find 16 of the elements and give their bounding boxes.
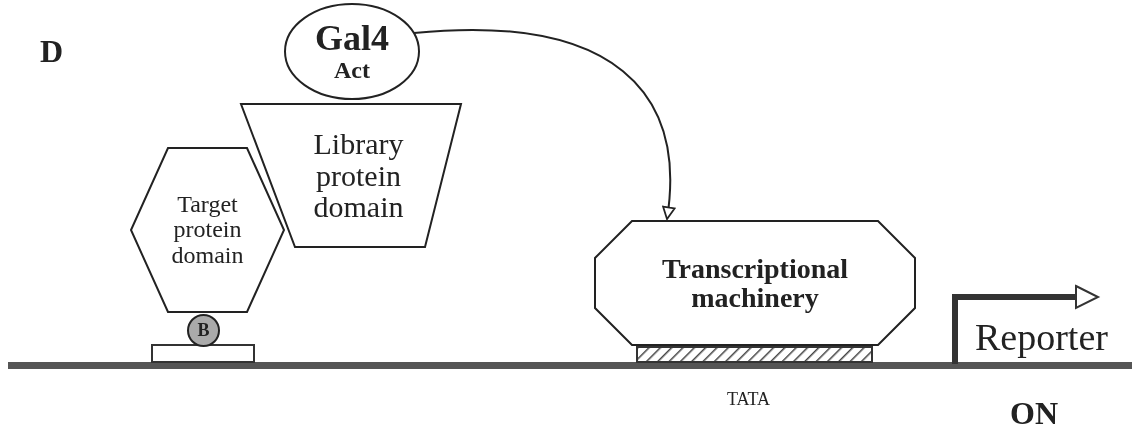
- node-label: Library protein domain: [312, 128, 405, 223]
- node-label: Act: [334, 57, 370, 83]
- node-label: Transcriptional machinery: [660, 253, 850, 313]
- promoter-label: TATA: [727, 390, 771, 408]
- node-label: Target protein domain: [170, 192, 245, 268]
- panel-letter: D: [40, 35, 64, 67]
- state-label: ON: [1010, 397, 1058, 429]
- node-label: Gal4: [315, 20, 389, 58]
- activation-domain-ellipse: [284, 3, 420, 100]
- gene-label: Reporter: [975, 318, 1108, 356]
- library-protein-trapezoid: [240, 103, 462, 248]
- transcription-octagon: [594, 220, 916, 346]
- binding-domain-circle: [187, 314, 220, 347]
- target-protein-hexagon: [130, 147, 285, 313]
- arrow: [413, 29, 675, 220]
- node-label: B: [197, 321, 210, 340]
